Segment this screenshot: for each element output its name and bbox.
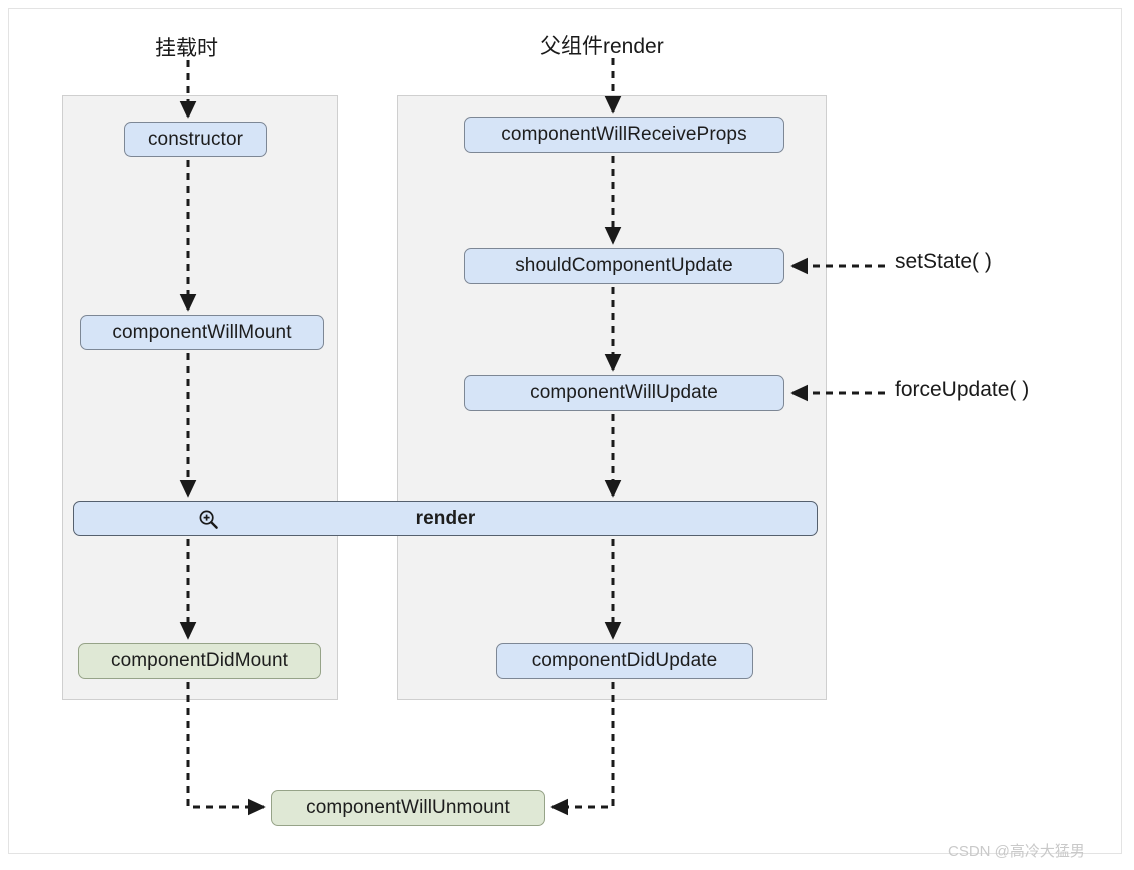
watermark: CSDN @高冷大猛男 [948, 843, 1085, 860]
node-component-will-mount[interactable]: componentWillMount [80, 315, 324, 350]
node-component-did-update[interactable]: componentDidUpdate [496, 643, 753, 679]
node-component-will-receive-props[interactable]: componentWillReceiveProps [464, 117, 784, 153]
node-constructor[interactable]: constructor [124, 122, 267, 157]
updating-phase-caption: 父组件render [540, 35, 664, 58]
label-force-update: forceUpdate( ) [895, 378, 1030, 401]
node-component-will-update[interactable]: componentWillUpdate [464, 375, 784, 411]
zoom-in-magnifier-icon [198, 509, 219, 530]
node-should-component-update[interactable]: shouldComponentUpdate [464, 248, 784, 284]
node-component-will-unmount[interactable]: componentWillUnmount [271, 790, 545, 826]
node-component-did-mount[interactable]: componentDidMount [78, 643, 321, 679]
label-set-state: setState( ) [895, 250, 992, 273]
node-render-label: render [415, 507, 476, 529]
mounting-phase-panel [62, 95, 338, 700]
mounting-phase-caption: 挂载时 [155, 37, 218, 60]
node-render[interactable]: render [73, 501, 818, 536]
